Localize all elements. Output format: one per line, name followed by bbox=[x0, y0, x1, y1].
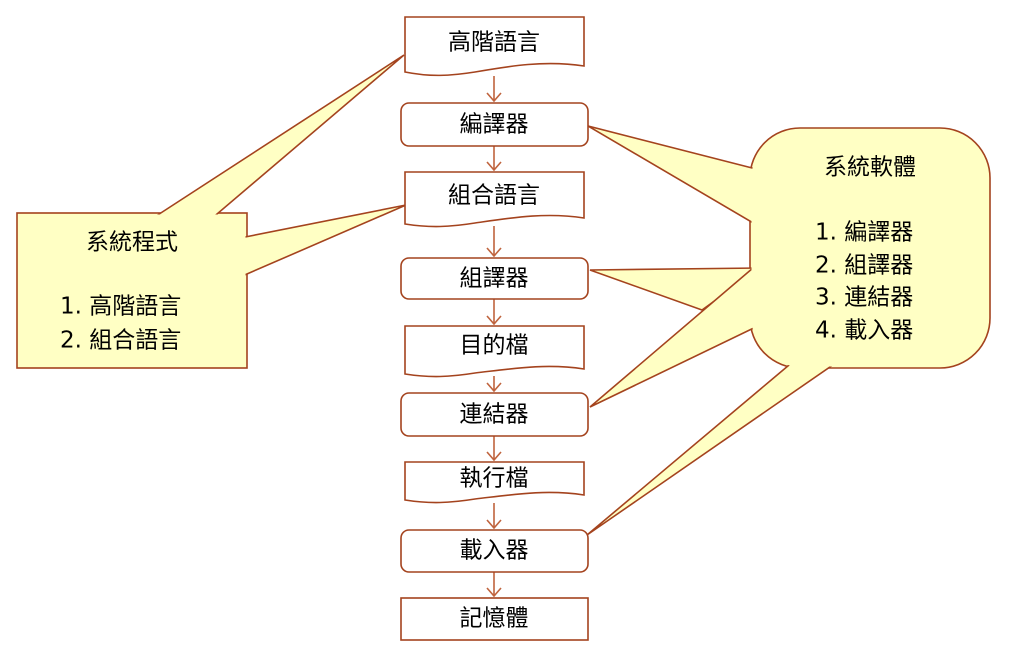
right-callout-pointer-compiler bbox=[587, 125, 761, 229]
arrow-down-icon bbox=[486, 376, 502, 393]
right-callout-item: 4. 載入器 bbox=[815, 318, 913, 344]
right-callout-item: 2. 組譯器 bbox=[815, 253, 913, 279]
arrow-down-icon bbox=[486, 226, 502, 258]
node-label: 組合語言 bbox=[448, 183, 540, 209]
node-executable-file: 執行檔 bbox=[404, 461, 585, 504]
right-callout-item: 3. 連結器 bbox=[815, 285, 913, 311]
left-callout-pointer-assembly bbox=[239, 204, 407, 279]
flow-arrows bbox=[486, 76, 502, 598]
node-label: 記憶體 bbox=[460, 606, 529, 632]
arrow-down-icon bbox=[486, 503, 502, 530]
arrow-down-icon bbox=[486, 572, 502, 598]
node-linker: 連結器 bbox=[400, 392, 589, 437]
left-callout-item: 1. 高階語言 bbox=[60, 294, 181, 320]
node-label: 執行檔 bbox=[460, 466, 529, 492]
node-compiler: 編譯器 bbox=[400, 102, 589, 147]
node-assembler: 組譯器 bbox=[400, 257, 589, 300]
right-callout-title: 系統軟體 bbox=[824, 155, 916, 181]
arrow-down-icon bbox=[486, 146, 502, 172]
arrow-down-icon bbox=[486, 436, 502, 462]
node-label: 編譯器 bbox=[460, 112, 529, 138]
left-callout: 系統程式 1. 高階語言 2. 組合語言 bbox=[16, 54, 407, 369]
node-high-level-language: 高階語言 bbox=[404, 16, 585, 77]
node-label: 連結器 bbox=[460, 402, 529, 428]
node-loader: 載入器 bbox=[400, 529, 589, 573]
node-memory: 記憶體 bbox=[400, 597, 589, 641]
node-assembly-language: 組合語言 bbox=[404, 171, 585, 228]
node-label: 組譯器 bbox=[460, 266, 529, 292]
left-callout-title: 系統程式 bbox=[86, 230, 178, 256]
right-callout: 系統軟體 1. 編譯器 2. 組譯器 3. 連結器 4. 載入器 bbox=[586, 125, 991, 536]
right-callout-item: 1. 編譯器 bbox=[815, 220, 913, 246]
left-callout-item: 2. 組合語言 bbox=[60, 328, 181, 354]
node-label: 目的檔 bbox=[460, 333, 529, 359]
left-callout-pointer-high-level bbox=[147, 54, 405, 221]
arrow-down-icon bbox=[486, 299, 502, 326]
node-label: 載入器 bbox=[460, 538, 529, 564]
node-label: 高階語言 bbox=[448, 30, 540, 56]
arrow-down-icon bbox=[486, 76, 502, 103]
node-object-file: 目的檔 bbox=[404, 325, 585, 378]
